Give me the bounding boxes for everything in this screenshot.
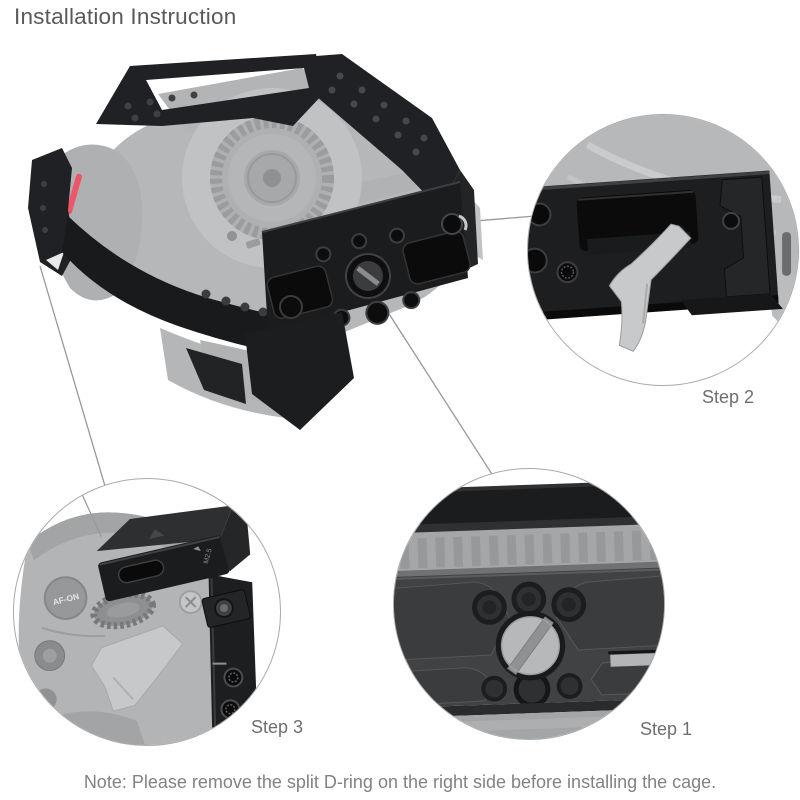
shoe-screw <box>178 590 203 614</box>
cage-bottom-plate <box>261 181 471 332</box>
cold-shoe-mount: M2.5 <box>96 505 251 602</box>
step-1-callout <box>393 468 665 740</box>
cage-feet <box>186 312 354 430</box>
camera-cage-illustration <box>28 54 483 430</box>
lock-lever-detail-illustration <box>528 115 798 352</box>
base-plate-detail-illustration <box>394 479 664 739</box>
svg-text:M2.5: M2.5 <box>203 548 214 565</box>
d-ring-hook <box>46 252 64 270</box>
base-plate <box>394 567 664 719</box>
cold-shoe-detail-illustration: AF-ON <box>18 488 259 745</box>
note-text: Note: Please remove the split D-ring on … <box>83 772 717 792</box>
release-plate <box>528 170 783 322</box>
lock-lever <box>608 223 692 352</box>
lens-ring-teeth <box>394 523 664 579</box>
clamp-lip <box>610 652 664 667</box>
rear-dial <box>90 590 156 630</box>
mount-holes <box>472 581 587 708</box>
rear-button <box>34 688 57 711</box>
side-bracket-bolt <box>201 589 251 628</box>
step-3-callout: AF-ON <box>13 478 281 746</box>
page-title: Installation Instruction <box>14 4 237 29</box>
step-2-label: Step 2 <box>701 387 755 407</box>
step-1-label: Step 1 <box>639 719 693 739</box>
af-on-button: AF-ON <box>43 576 88 620</box>
step-2-callout <box>527 114 799 386</box>
red-accent-stripe <box>66 173 82 215</box>
connector-continuation <box>78 488 102 537</box>
center-screw <box>495 610 566 681</box>
step-3-label: Step 3 <box>250 717 304 737</box>
lock-lever <box>90 625 184 712</box>
